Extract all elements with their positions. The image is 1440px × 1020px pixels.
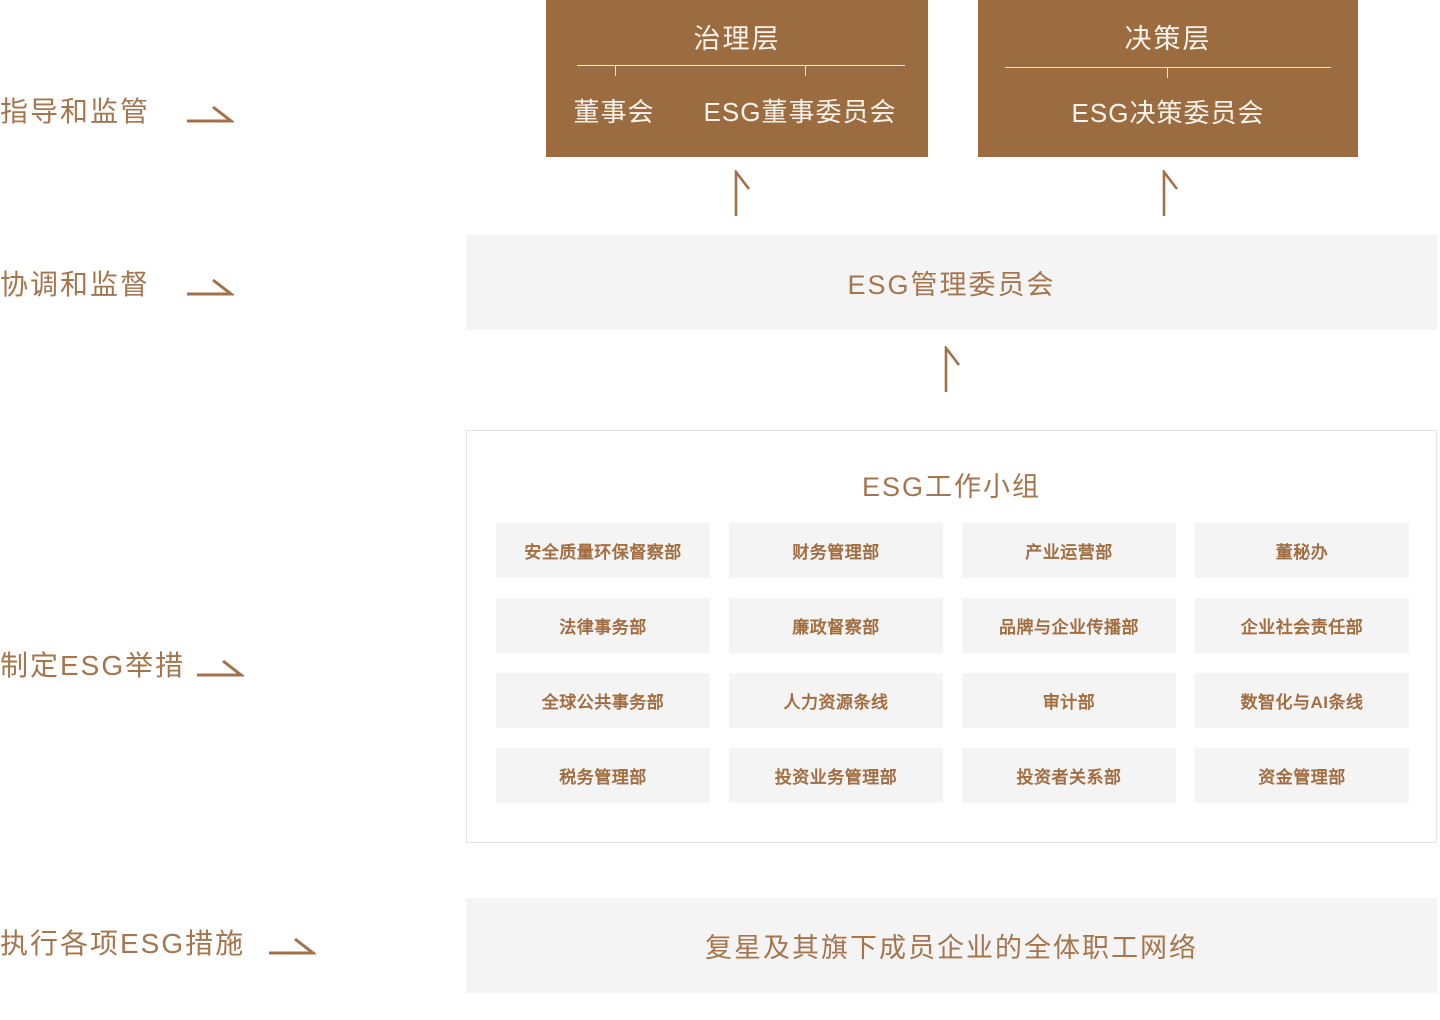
department-cell: 人力资源条线 [729,673,943,728]
esg-decision-committee-node: ESG决策委员会 [1071,98,1265,128]
up-arrow-icon [944,346,961,392]
esg-board-committee-node: ESG董事委员会 [703,97,897,127]
esg-workgroup-title: ESG工作小组 [861,472,1042,502]
department-grid: 安全质量环保督察部 财务管理部 产业运营部 董秘办 法律事务部 廉政督察部 品牌… [496,523,1409,803]
department-cell: 审计部 [962,673,1176,728]
department-cell: 法律事务部 [496,598,710,653]
decision-layer-title: 决策层 [1124,24,1212,54]
governance-layer-title: 治理层 [693,24,781,54]
stage-label-coordination: 协调和监督 [0,269,151,300]
up-arrow-icon [1162,170,1179,216]
stage-label-initiatives: 制定ESG举措 [0,650,186,681]
esg-management-committee-bar: ESG管理委员会 [466,235,1437,330]
branch-line [1005,67,1331,68]
branch-tick [615,65,616,76]
branch-line [577,65,905,66]
stage-label-guidance: 指导和监管 [0,96,151,127]
right-arrow-icon [269,937,316,955]
department-cell: 投资者关系部 [962,748,1176,803]
esg-workgroup-box: ESG工作小组 安全质量环保督察部 财务管理部 产业运营部 董秘办 法律事务部 … [466,430,1437,843]
department-cell: 全球公共事务部 [496,673,710,728]
esg-management-committee-label: ESG管理委员会 [847,270,1056,300]
department-cell: 财务管理部 [729,523,943,578]
employee-network-bar: 复星及其旗下成员企业的全体职工网络 [466,898,1437,993]
department-cell: 税务管理部 [496,748,710,803]
department-cell: 资金管理部 [1195,748,1409,803]
department-cell: 安全质量环保督察部 [496,523,710,578]
right-arrow-icon [187,105,234,123]
department-cell: 数智化与AI条线 [1195,673,1409,728]
right-arrow-icon [197,659,244,677]
right-arrow-icon [187,278,234,296]
department-cell: 品牌与企业传播部 [962,598,1176,653]
department-cell: 产业运营部 [962,523,1176,578]
decision-layer-box: 决策层 ESG决策委员会 [978,0,1358,157]
governance-layer-box: 治理层 董事会 ESG董事委员会 [546,0,928,157]
department-cell: 廉政督察部 [729,598,943,653]
department-cell: 董秘办 [1195,523,1409,578]
employee-network-label: 复星及其旗下成员企业的全体职工网络 [705,933,1198,963]
branch-tick [1167,67,1168,78]
branch-tick [805,65,806,76]
department-cell: 企业社会责任部 [1195,598,1409,653]
up-arrow-icon [734,170,751,216]
stage-label-execution: 执行各项ESG措施 [0,928,246,959]
department-cell: 投资业务管理部 [729,748,943,803]
board-of-directors-node: 董事会 [573,97,655,127]
